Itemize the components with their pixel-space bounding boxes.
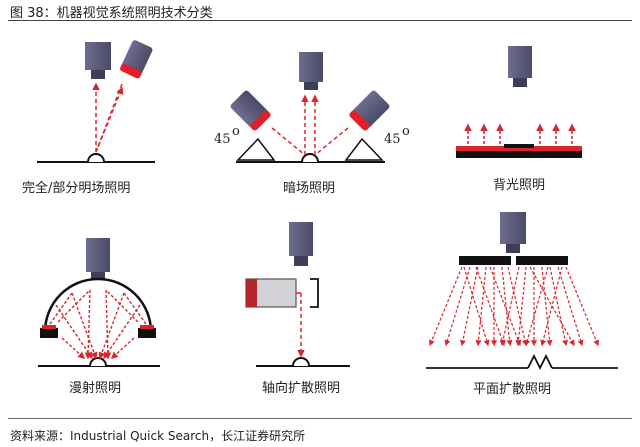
- panel-brightfield: 完全/部分明场照明: [22, 40, 155, 196]
- panel-label: 漫射照明: [69, 380, 121, 396]
- camera-icon: [299, 52, 323, 90]
- panel-label: 暗场照明: [283, 181, 335, 196]
- angle-right-label: 45: [384, 132, 401, 147]
- camera-icon: [85, 42, 111, 79]
- source-note: 资料来源：Industrial Quick Search，长江证券研究所: [10, 429, 306, 443]
- camera-icon: [508, 46, 532, 87]
- panel-planar: 平面扩散照明: [426, 212, 618, 397]
- degree-mark-left: o: [232, 124, 240, 139]
- angle-left-label: 45: [214, 132, 231, 147]
- camera-icon: [289, 222, 313, 266]
- figure-title: 图 38：机器视觉系统照明技术分类: [10, 6, 213, 21]
- panel-label: 平面扩散照明: [473, 382, 551, 397]
- degree-mark-right: o: [402, 124, 410, 139]
- panel-diffuse: 漫射照明: [38, 238, 160, 396]
- light-source-left-icon: [230, 90, 271, 131]
- camera-icon: [500, 212, 526, 253]
- panel-darkfield: 45 o 45 o 暗场照明: [214, 52, 410, 196]
- panel-backlight: 背光照明: [456, 46, 582, 193]
- title-rule: [8, 20, 632, 21]
- source-rule: [8, 418, 632, 419]
- panel-axial: 轴向扩散照明: [245, 222, 350, 396]
- panel-label: 完全/部分明场照明: [22, 180, 130, 196]
- light-source-icon: [120, 40, 153, 79]
- panel-label: 背光照明: [493, 178, 545, 193]
- camera-icon: [86, 238, 110, 280]
- light-source-right-icon: [349, 90, 390, 131]
- panel-label: 轴向扩散照明: [262, 380, 340, 396]
